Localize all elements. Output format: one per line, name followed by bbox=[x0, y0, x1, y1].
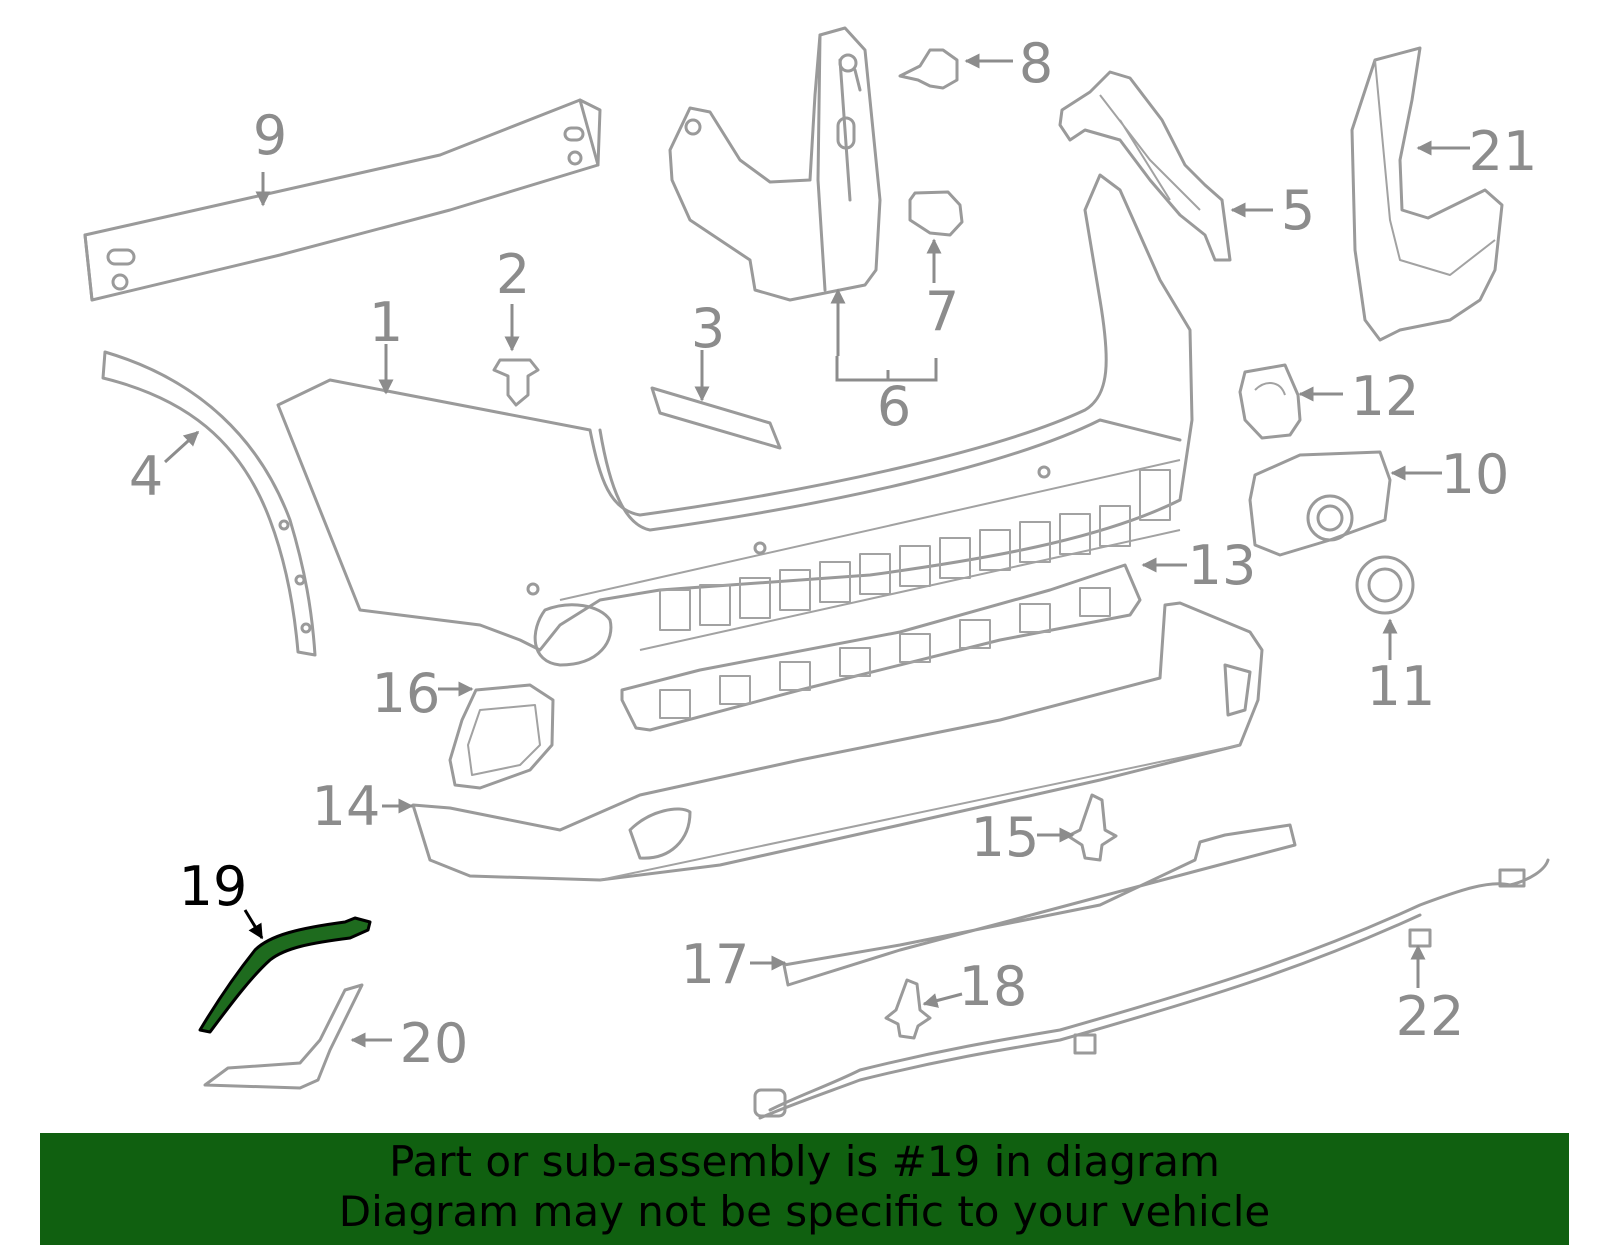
callout-8: 8 bbox=[1019, 32, 1053, 95]
leader-lines bbox=[163, 53, 1470, 1048]
part-3-strip bbox=[650, 386, 782, 450]
callout-14: 14 bbox=[312, 775, 381, 838]
part-21-mud-flap bbox=[1350, 46, 1504, 342]
callout-4: 4 bbox=[129, 445, 163, 508]
part-14-lower-valance bbox=[411, 601, 1264, 882]
part-22-wiring-harness bbox=[753, 858, 1550, 1120]
callout-5: 5 bbox=[1281, 179, 1315, 242]
info-banner: Part or sub-assembly is #19 in diagram D… bbox=[40, 1133, 1569, 1245]
part-18-clip bbox=[884, 978, 932, 1040]
callout-1: 1 bbox=[369, 291, 403, 354]
part-16-reflector-housing bbox=[448, 683, 555, 790]
part-13-energy-absorber bbox=[620, 563, 1142, 732]
callout-18: 18 bbox=[959, 955, 1028, 1018]
callout-15: 15 bbox=[971, 806, 1040, 869]
part-19-highlighted-molding bbox=[198, 916, 372, 1034]
callout-20: 20 bbox=[400, 1012, 469, 1075]
part-4-arch-molding bbox=[101, 350, 317, 657]
callout-2: 2 bbox=[496, 243, 530, 306]
callout-13: 13 bbox=[1188, 534, 1257, 597]
callout-16: 16 bbox=[372, 662, 441, 725]
callout-10: 10 bbox=[1441, 443, 1510, 506]
part-20-lower-arch-molding bbox=[203, 983, 364, 1090]
banner-line-1: Part or sub-assembly is #19 in diagram bbox=[389, 1137, 1220, 1186]
callout-numbers: 1 2 3 4 5 6 7 8 9 10 11 12 13 14 15 16 1… bbox=[129, 32, 1538, 1075]
callout-7: 7 bbox=[925, 280, 959, 343]
part-11-sensor-ring bbox=[1355, 555, 1415, 615]
part-6-bracket bbox=[668, 26, 882, 302]
part-17-lower-molding bbox=[782, 823, 1297, 987]
callout-21: 21 bbox=[1469, 120, 1538, 183]
part-5-side-support bbox=[1058, 70, 1232, 262]
part-1-bumper-cover bbox=[276, 173, 1194, 667]
callout-12: 12 bbox=[1351, 365, 1420, 428]
part-9-reinforcement-bar bbox=[83, 98, 602, 302]
callout-19-highlighted: 19 bbox=[179, 855, 248, 918]
callout-11: 11 bbox=[1367, 655, 1436, 718]
part-8-push-clip bbox=[898, 48, 959, 90]
part-10-parking-sensor bbox=[1248, 450, 1392, 557]
callout-22: 22 bbox=[1396, 985, 1465, 1048]
callout-3: 3 bbox=[691, 297, 725, 360]
part-15-clip bbox=[1066, 793, 1118, 862]
callout-9: 9 bbox=[253, 104, 287, 167]
part-12-sensor-retainer bbox=[1238, 363, 1302, 440]
part-7-retainer bbox=[908, 190, 964, 237]
callout-17: 17 bbox=[681, 933, 750, 996]
part-2-clip bbox=[492, 358, 540, 407]
banner-line-2: Diagram may not be specific to your vehi… bbox=[338, 1187, 1271, 1236]
callout-6: 6 bbox=[877, 375, 911, 438]
